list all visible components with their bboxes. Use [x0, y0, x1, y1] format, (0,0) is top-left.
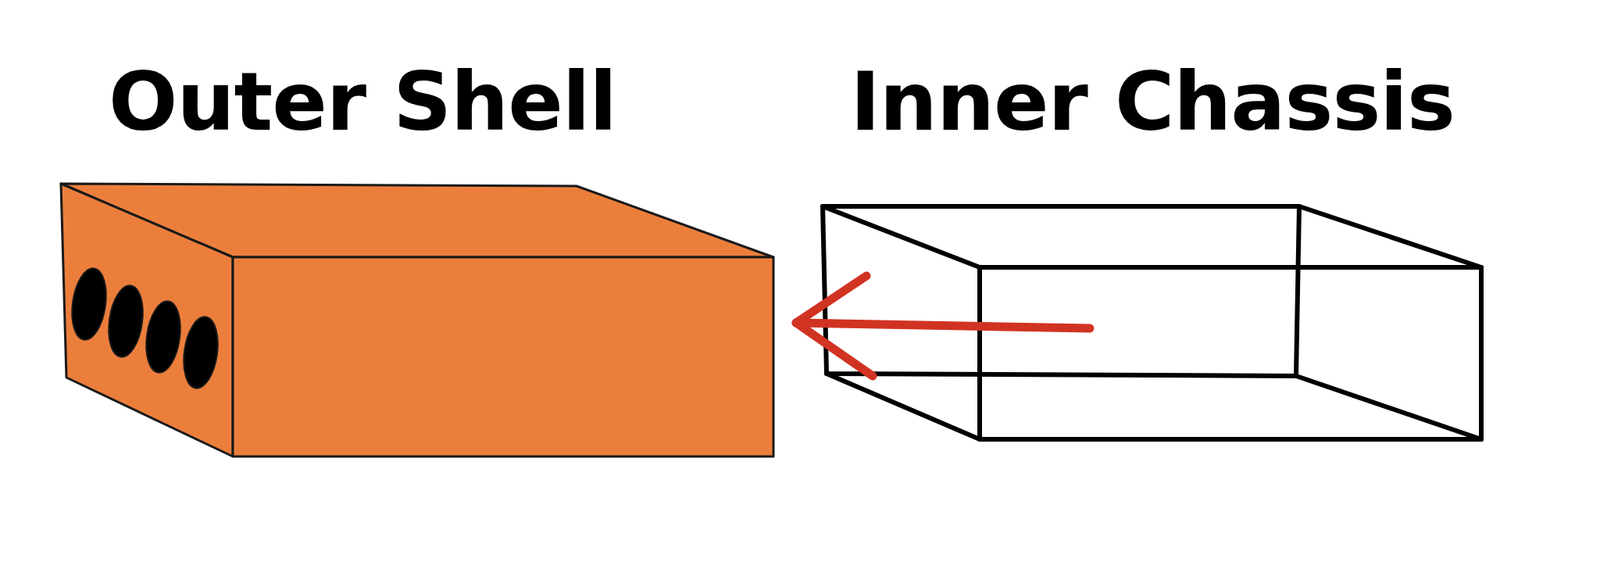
insert-arrow [796, 275, 1090, 376]
part-heading: Outer Shell [108, 60, 617, 143]
part-heading: Inner Chassis [850, 60, 1455, 143]
shell-holes [67, 266, 222, 391]
outer-shell-node: Outer Shell [46, 46, 797, 469]
inner-chassis-node: Inner Chassis [1089, 46, 1528, 469]
outer-shell-drawing [60, 183, 774, 457]
